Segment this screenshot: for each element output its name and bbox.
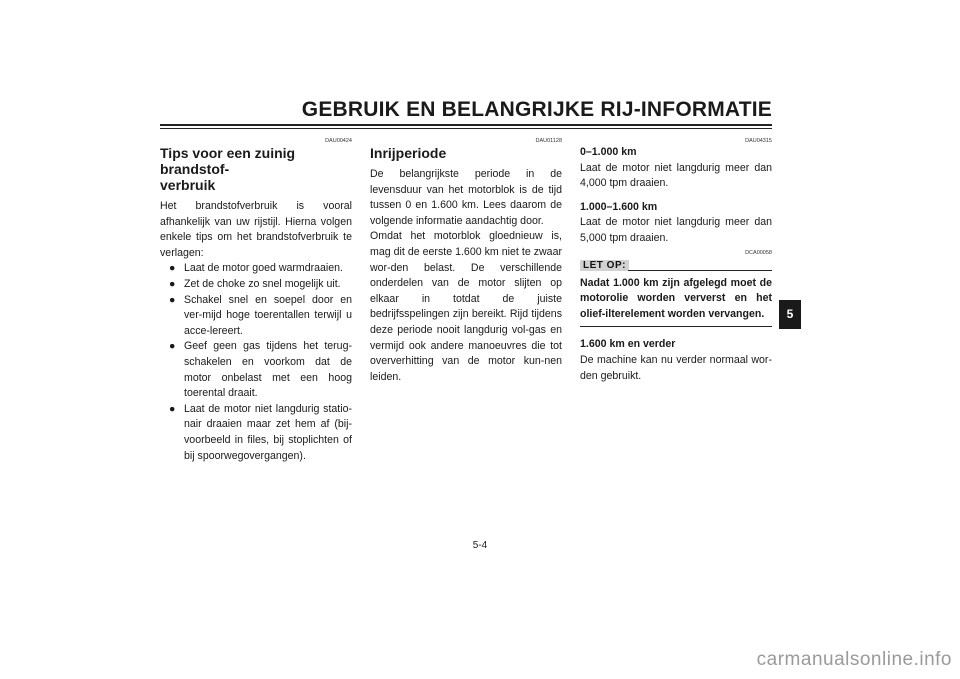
caution-label-row: LET OP: xyxy=(580,259,772,272)
chapter-tab: 5 xyxy=(779,300,801,329)
bullet-icon: ● xyxy=(169,293,176,306)
bullet-icon: ● xyxy=(169,340,176,353)
section-code: DAU00424 xyxy=(325,138,352,144)
caution-end-rule xyxy=(580,326,772,328)
bullet-icon: ● xyxy=(169,402,176,415)
stage-2-body: Laat de motor niet langdurig meer dan 5,… xyxy=(580,216,772,244)
stage-1-title: 0–1.000 km xyxy=(580,146,637,158)
page-header-title: GEBRUIK EN BELANGRIJKE RIJ-INFORMATIE xyxy=(301,98,772,121)
list-item-text: Schakel snel en soepel door en ver-mijd … xyxy=(184,293,352,337)
watermark: carmanualsonline.info xyxy=(756,649,952,670)
caution-code: DCA00058 xyxy=(745,249,772,256)
stage-1-body: Laat de motor niet langdurig meer dan 4,… xyxy=(580,161,772,190)
section-heading-break-in: Inrijperiode xyxy=(370,145,447,161)
column-break-in-stages: DAU04315 0–1.000 km Laat de motor niet l… xyxy=(580,138,772,384)
stage-3-title: 1.600 km en verder xyxy=(580,338,676,351)
bullet-icon: ● xyxy=(169,277,176,290)
column-break-in: DAU01128 Inrijperiode De belangrijkste p… xyxy=(370,138,562,385)
section-code: DAU01128 xyxy=(535,138,563,144)
stage-3-body: De machine kan nu verder normaal wor-den… xyxy=(580,353,772,382)
list-item: ● Laat de motor goed warmdraaien. xyxy=(160,261,352,277)
list-item: ● Schakel snel en soepel door en ver-mijd… xyxy=(160,293,352,340)
list-item-text: Zet de choke zo snel mogelijk uit. xyxy=(184,277,341,290)
list-item: ● Laat de motor niet langdurig statio-nai… xyxy=(160,402,352,464)
caution-rule xyxy=(628,269,772,271)
caution-label: LET OP: xyxy=(580,259,629,271)
list-item: ● Zet de choke zo snel mogelijk uit. xyxy=(160,277,352,293)
header-rule-thick xyxy=(160,124,772,126)
stage-2-title: 1.000–1.600 km xyxy=(580,200,658,213)
page-number: 5-4 xyxy=(472,540,488,551)
header-rule-thin xyxy=(160,128,772,129)
list-item: ● Geef geen gas tijdens het terug-schakel… xyxy=(160,339,352,401)
section-heading-fuel-tips: Tips voor een zuinig brandstof- verbruik xyxy=(160,145,296,193)
fuel-tips-intro: Het brandstofverbruik is vooral afhankel… xyxy=(160,200,352,259)
fuel-tips-list: ● Laat de motor goed warmdraaien. ● Zet de… xyxy=(160,261,352,464)
list-item-text: Geef geen gas tijdens het terug-schakele… xyxy=(184,340,352,400)
break-in-body: De belangrijkste periode in de levensduu… xyxy=(370,168,562,383)
column-fuel-tips: DAU00424 Tips voor een zuinig brandstof-… xyxy=(160,138,352,464)
section-code: DAU04315 xyxy=(745,138,772,144)
list-item-text: Laat de motor goed warmdraaien. xyxy=(184,262,343,275)
list-item-text: Laat de motor niet langdurig statio-nair… xyxy=(184,402,352,462)
bullet-icon: ● xyxy=(169,262,176,275)
caution-text: Nadat 1.000 km zijn afgelegd moet de mot… xyxy=(580,276,772,320)
